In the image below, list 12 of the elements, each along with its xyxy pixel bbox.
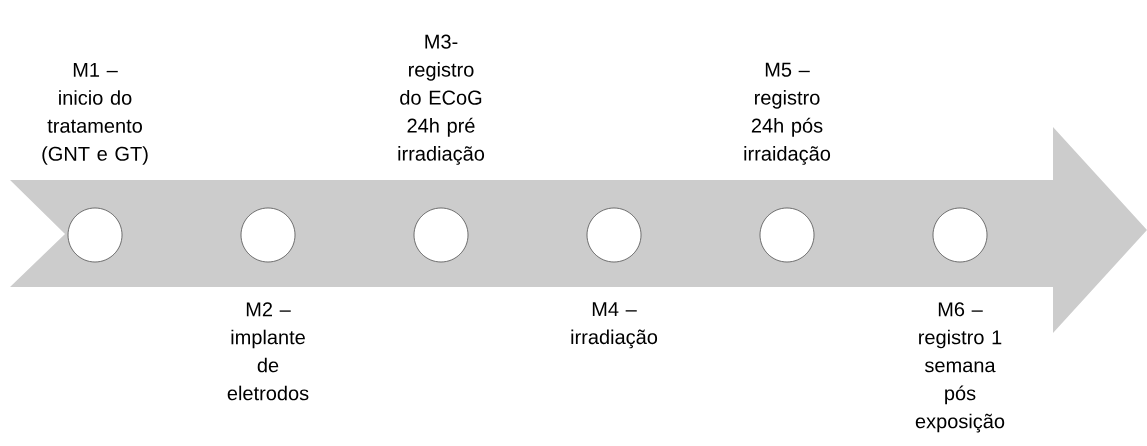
milestone-circle bbox=[240, 207, 296, 263]
milestone-circle bbox=[67, 207, 123, 263]
milestone-label: M5 – registro 24h pós irraidação bbox=[744, 62, 831, 165]
milestone-label: M4 – irradiação bbox=[571, 302, 658, 349]
milestone-label: M3- registro do ECoG 24h pré irradiação bbox=[398, 34, 485, 165]
milestone-label: M2 – implante de eletrodos bbox=[227, 302, 309, 401]
milestone-circle bbox=[413, 207, 469, 263]
milestone-circle bbox=[932, 207, 988, 263]
milestone-label: M1 – inicio do tratamento (GNT e GT) bbox=[42, 62, 148, 165]
milestone-circle bbox=[759, 207, 815, 263]
milestone-label: M6 – registro 1 semana pós exposição bbox=[915, 302, 1005, 433]
milestone-circle bbox=[586, 207, 642, 263]
